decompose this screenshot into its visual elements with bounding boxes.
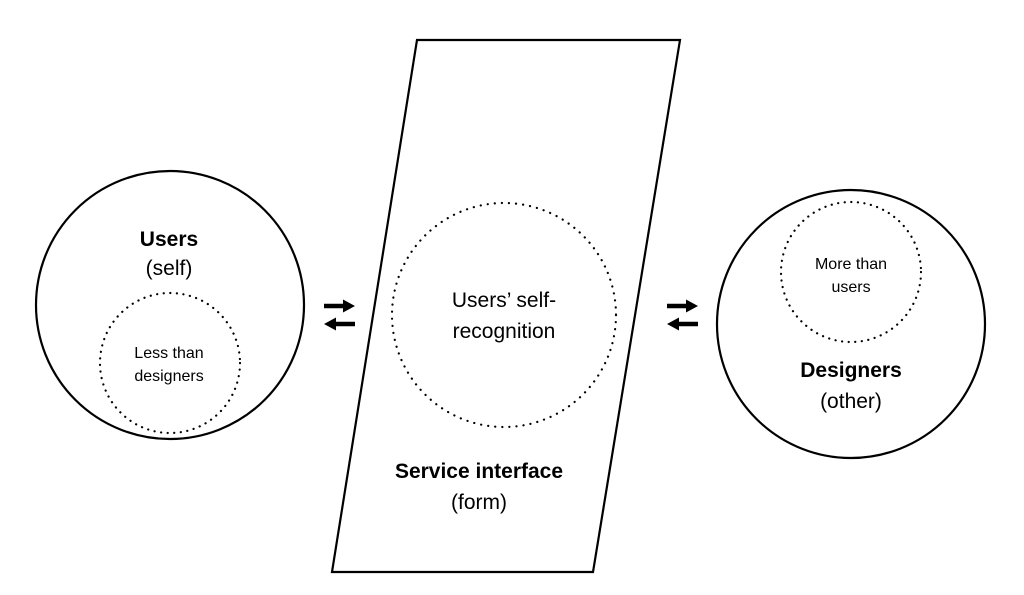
right-exchange-arrows-icon — [667, 299, 698, 331]
users-inner-dotted-circle — [98, 291, 242, 435]
service-interface-subtitle: (form) — [451, 491, 507, 514]
self-recognition-label-line1: Users’ self- — [452, 289, 556, 312]
designers-inner-label-line2: users — [831, 279, 870, 296]
left-exchange-arrows-icon — [324, 299, 355, 331]
users-group: Users (self) Less than designers — [34, 169, 306, 441]
service-interface-title: Service interface — [395, 460, 563, 483]
users-inner-label-line2: designers — [134, 368, 203, 385]
designers-subtitle: (other) — [820, 390, 882, 413]
self-recognition-label-line2: recognition — [453, 320, 556, 343]
service-interface-group: Users’ self- recognition Service interfa… — [330, 38, 682, 574]
designers-circle — [715, 188, 987, 460]
designers-title: Designers — [800, 359, 902, 382]
users-circle — [34, 169, 306, 441]
designers-group: More than users Designers (other) — [715, 188, 987, 460]
self-recognition-dotted-circle — [390, 201, 618, 429]
designers-inner-label-line1: More than — [815, 256, 887, 273]
service-interface-parallelogram — [330, 38, 682, 574]
users-inner-label-line1: Less than — [134, 345, 203, 362]
users-title: Users — [140, 228, 198, 251]
users-subtitle: (self) — [146, 257, 193, 280]
designers-inner-dotted-circle — [779, 200, 923, 344]
